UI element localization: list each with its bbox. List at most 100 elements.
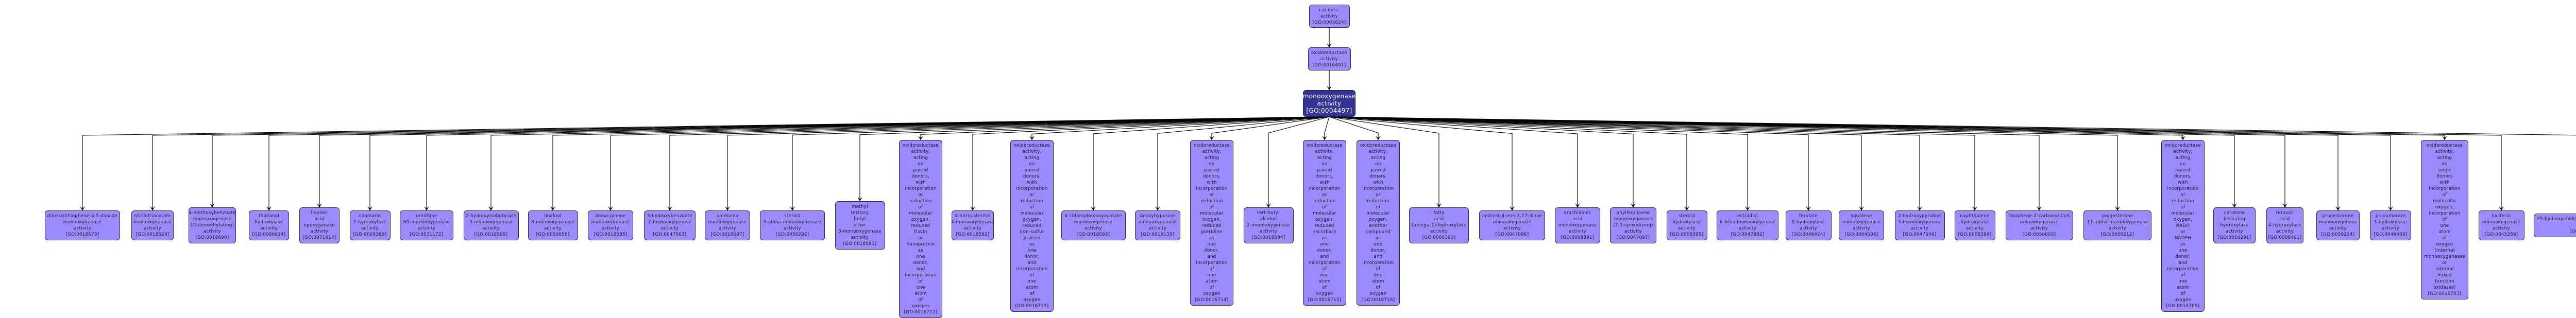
- term-label-line: oxygen: [1203, 291, 1221, 296]
- is-a-edge: [1329, 116, 1809, 210]
- term-label-line: activity: [851, 235, 869, 240]
- term-label-line: with: [1027, 180, 1037, 185]
- is-a-edge: [1324, 116, 1330, 140]
- term-label-line: alcohol: [1260, 217, 1277, 222]
- term-label-line: steroid: [784, 214, 801, 219]
- go-id-label: [GO:0050056]: [536, 232, 570, 237]
- arrow-head-icon: [1266, 203, 1271, 207]
- term-label-line: 4-monooxygenase: [951, 220, 994, 225]
- term-label-line: molecular: [2171, 211, 2195, 216]
- term-label-line: deoxyhypusine: [1140, 214, 1176, 219]
- term-label-line: donor,: [2175, 254, 2191, 259]
- child-term-node[interactable]: 25-hydroxycholecalciferol-24-hydroxylase…: [2534, 214, 2576, 237]
- term-label-line: activity: [1852, 226, 1871, 231]
- term-label-line: donor,: [1370, 248, 1386, 253]
- go-id-label: [GO:0047882]: [1731, 232, 1765, 237]
- term-label-line: as: [1321, 236, 1328, 241]
- term-label-line: oxidoreductase: [1360, 143, 1397, 148]
- arrow-head-icon: [1327, 43, 1332, 47]
- term-label-line: activity,: [1022, 149, 1042, 154]
- term-label-line: as: [2180, 242, 2186, 247]
- is-a-edge: [1268, 116, 1330, 207]
- term-label-line: activity: [1503, 226, 1521, 231]
- is-a-edge: [1329, 116, 2118, 210]
- term-label-line: with: [2439, 180, 2450, 185]
- term-label-line: reduction: [1021, 199, 1043, 204]
- term-label-line: acid: [1434, 217, 1444, 222]
- go-id-label: [GO:0016713]: [1015, 304, 1049, 309]
- term-label-line: monooxygenase: [591, 220, 630, 225]
- term-label-line: activity: [1965, 226, 1984, 231]
- term-label-line: donors,: [1202, 174, 1221, 179]
- term-label-line: on: [2180, 162, 2186, 167]
- term-label-line: phylloquinone: [1616, 210, 1650, 216]
- arrow-head-icon: [1155, 206, 1160, 210]
- term-label-line: on: [2442, 162, 2448, 167]
- arrow-head-icon: [2232, 203, 2237, 207]
- term-label-line: 4-methoxybenzoate: [189, 210, 236, 216]
- term-label-line: activity,: [2173, 149, 2193, 154]
- term-label-line: (internal: [2434, 248, 2455, 253]
- term-label-line: reduction: [1313, 199, 1336, 204]
- term-label-line: oxygen,: [1022, 217, 1042, 222]
- term-label-line: activity: [2381, 226, 2400, 231]
- term-label-line: one: [1207, 273, 1216, 278]
- term-label-line: linoleic: [311, 210, 328, 216]
- term-label-line: beta-ring: [2223, 217, 2245, 222]
- go-id-label: [GO:0018529]: [135, 232, 170, 237]
- term-label-line: of: [1209, 285, 1214, 290]
- term-label-line: acting: [1317, 155, 1332, 161]
- is-a-edge: [369, 116, 1330, 210]
- term-label-line: paired: [1204, 168, 1219, 173]
- term-label-line: function: [2435, 279, 2454, 284]
- term-label-line: atom: [914, 291, 927, 296]
- term-label-line: of: [2442, 217, 2447, 222]
